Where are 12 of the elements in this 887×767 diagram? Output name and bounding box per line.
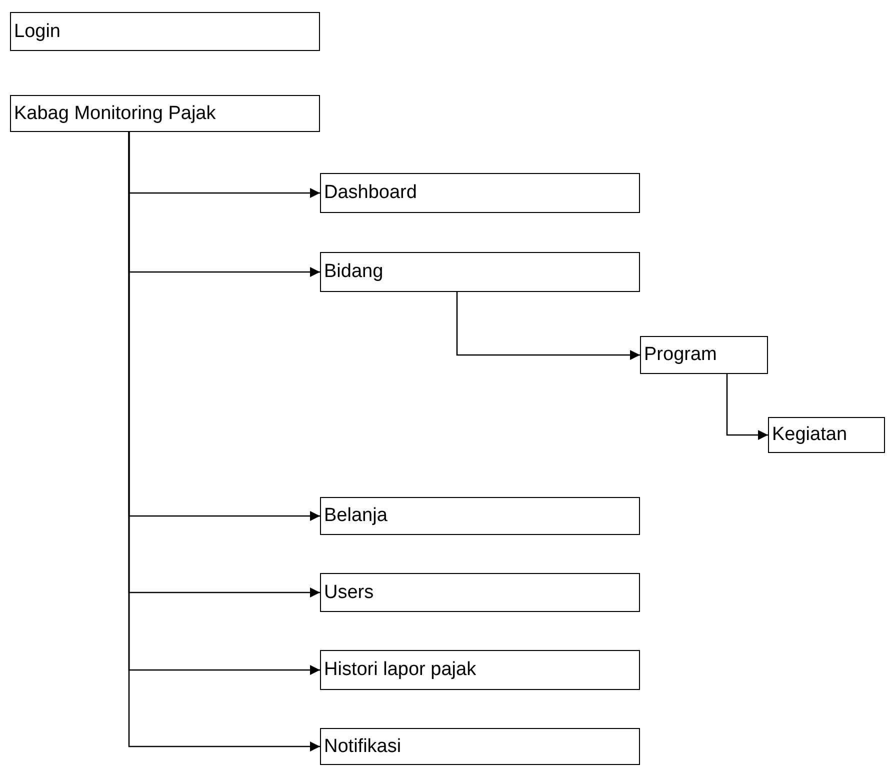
menu-box: Belanja <box>320 497 640 535</box>
menu-box: Bidang <box>320 252 640 292</box>
menu-box: Users <box>320 573 640 612</box>
menu-box: Histori lapor pajak <box>320 650 640 690</box>
menu-box: Login <box>10 12 320 51</box>
menu-box: Program <box>640 336 768 374</box>
menu-box: Dashboard <box>320 173 640 213</box>
arrow <box>456 292 640 360</box>
menu-box: Kegiatan <box>768 417 885 453</box>
menu-box: Kabag Monitoring Pajak <box>10 95 320 132</box>
menu-box: Notifikasi <box>320 728 640 765</box>
arrow <box>726 374 768 440</box>
